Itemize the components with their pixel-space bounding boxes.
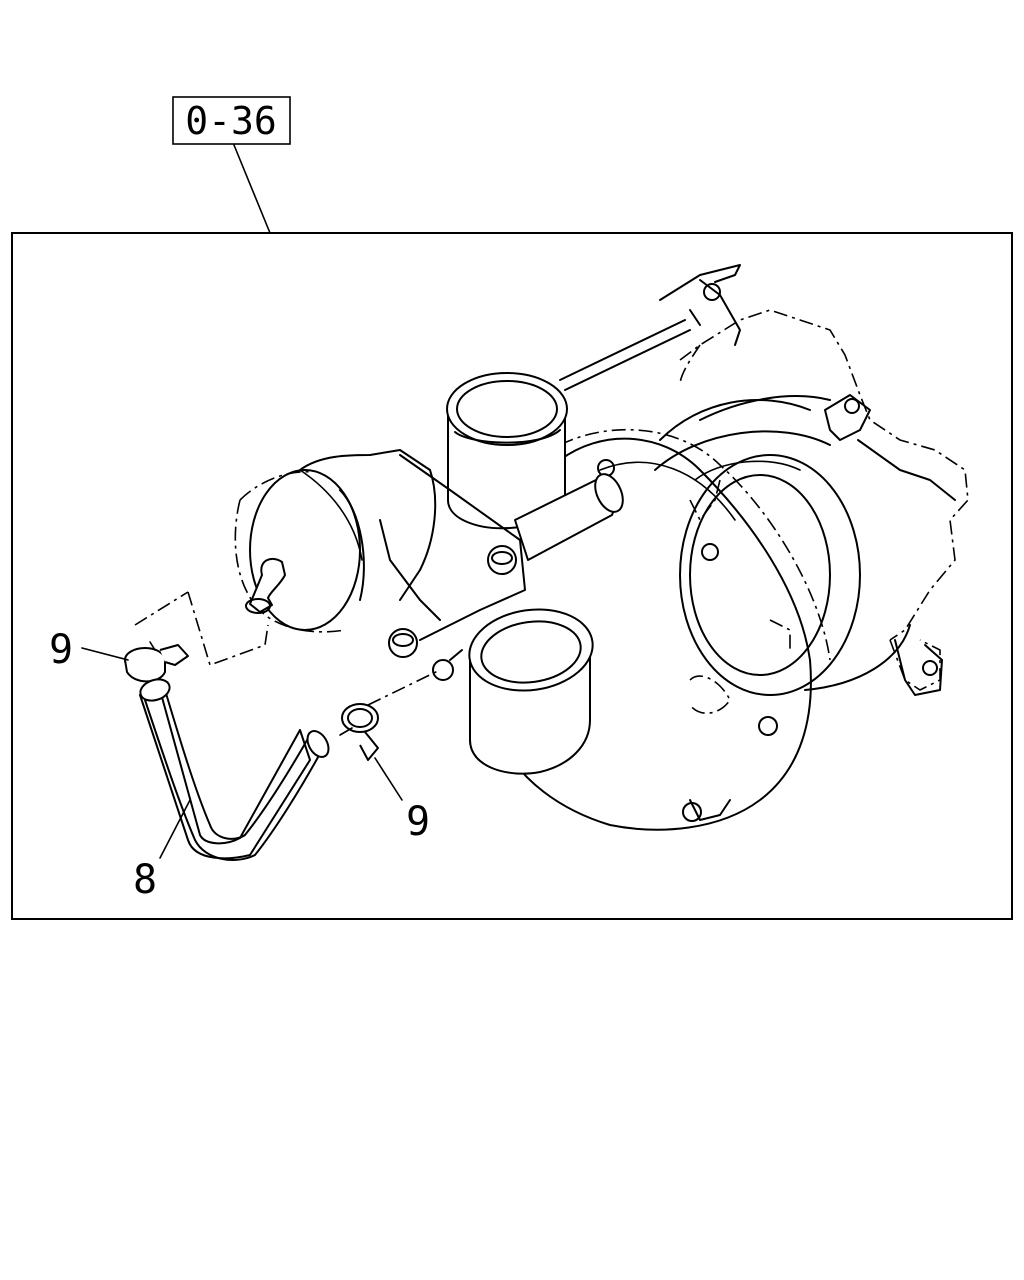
reference-label: 0-36 [185,99,277,143]
callout-number-clamp-upper[interactable]: 9 [49,627,73,673]
callout-leader-clamp-upper [81,647,129,661]
diagram-frame [11,232,1013,920]
callout-leader-clamp-lower [374,757,403,801]
callout-number-clamp-lower[interactable]: 9 [406,799,430,845]
clamp-upper[interactable] [124,641,189,683]
reference-leader [233,144,271,234]
callout-number-pipe[interactable]: 8 [133,857,157,903]
reference-box[interactable]: 0-36 [172,96,291,145]
turbocharger-assembly [134,264,969,831]
clamp-lower[interactable] [339,703,379,761]
pipe[interactable] [138,676,333,861]
callout-leader-pipe [159,799,191,859]
